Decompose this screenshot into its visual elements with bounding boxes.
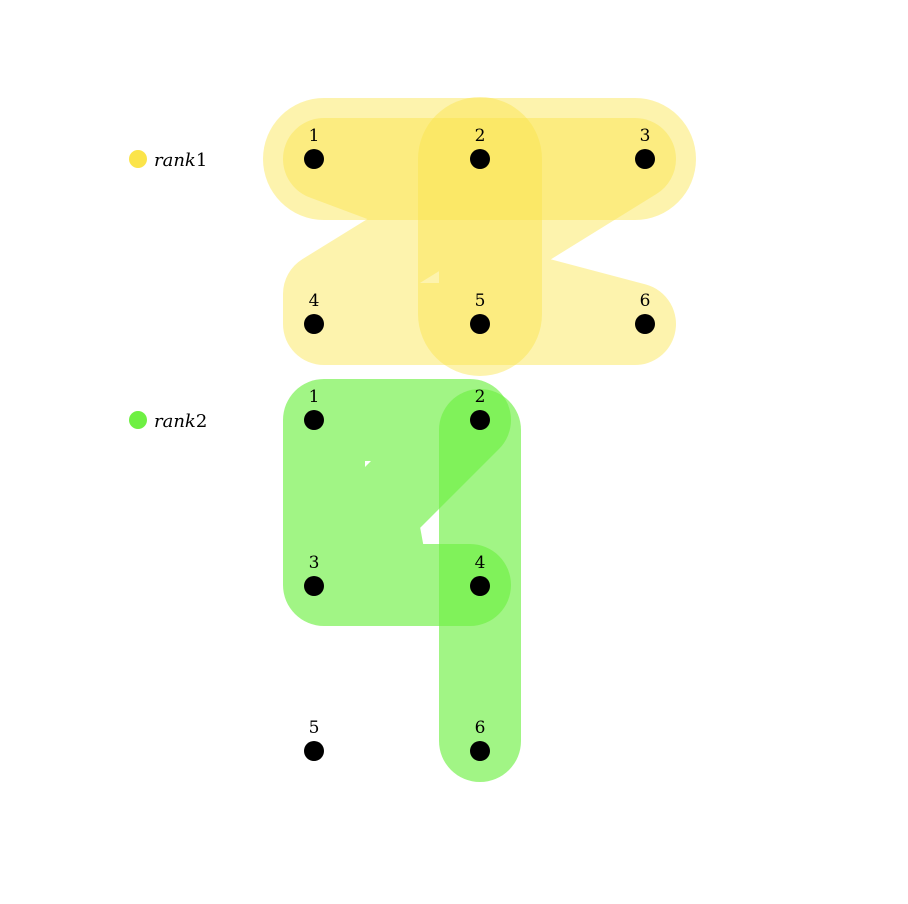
rank2-node-4: 4 (470, 553, 490, 596)
rank2-node-4-dot (470, 576, 490, 596)
group-rank1: 1 2 3 4 5 6 (263, 97, 696, 376)
rank1-node-2-label: 2 (475, 126, 486, 146)
rank1-node-4: 4 (304, 291, 324, 334)
rank1-node-5-dot (470, 314, 490, 334)
rank1-node-1-label: 1 (309, 126, 320, 146)
rank2-node-3: 3 (304, 553, 324, 596)
rank2-nodes: 1 2 3 4 5 6 (304, 387, 490, 761)
rank1-node-4-label: 4 (309, 291, 320, 311)
rank1-node-1: 1 (304, 126, 324, 169)
rank2-node-4-label: 4 (475, 553, 486, 573)
group-rank2: 1 2 3 4 5 6 (283, 379, 521, 782)
legend-marker-rank1 (129, 150, 147, 168)
rank2-node-3-dot (304, 576, 324, 596)
rank1-node-2: 2 (470, 126, 490, 169)
rank2-node-3-label: 3 (309, 553, 320, 573)
rank2-node-5-dot (304, 741, 324, 761)
rank1-node-5-label: 5 (475, 291, 486, 311)
legend-marker-rank2 (129, 411, 147, 429)
rank1-node-6-dot (635, 314, 655, 334)
legend-label-rank1: rank1 (154, 150, 207, 171)
rank2-node-6-dot (470, 741, 490, 761)
rank2-hyperedges (283, 379, 521, 782)
rank1-node-3: 3 (635, 126, 655, 169)
rank1-node-6: 6 (635, 291, 655, 334)
rank2-node-2-label: 2 (475, 387, 486, 407)
legend-label-rank2: rank2 (154, 411, 207, 432)
rank2-node-6: 6 (470, 718, 490, 761)
rank2-node-5-label: 5 (309, 718, 320, 738)
rank1-node-1-dot (304, 149, 324, 169)
rank2-node-2-dot (470, 410, 490, 430)
rank2-node-5: 5 (304, 718, 324, 761)
rank2-node-2: 2 (470, 387, 490, 430)
rank2-node-6-label: 6 (475, 718, 486, 738)
rank2-node-1-dot (304, 410, 324, 430)
rank1-node-3-label: 3 (640, 126, 651, 146)
rank2-node-1: 1 (304, 387, 324, 430)
rank1-node-4-dot (304, 314, 324, 334)
rank1-nodes: 1 2 3 4 5 6 (304, 126, 655, 334)
rank1-node-5: 5 (470, 291, 490, 334)
rank1-node-3-dot (635, 149, 655, 169)
rank1-node-2-dot (470, 149, 490, 169)
rank2-node-1-label: 1 (309, 387, 320, 407)
legend: rank1 rank2 (129, 150, 207, 432)
rank1-node-6-label: 6 (640, 291, 651, 311)
